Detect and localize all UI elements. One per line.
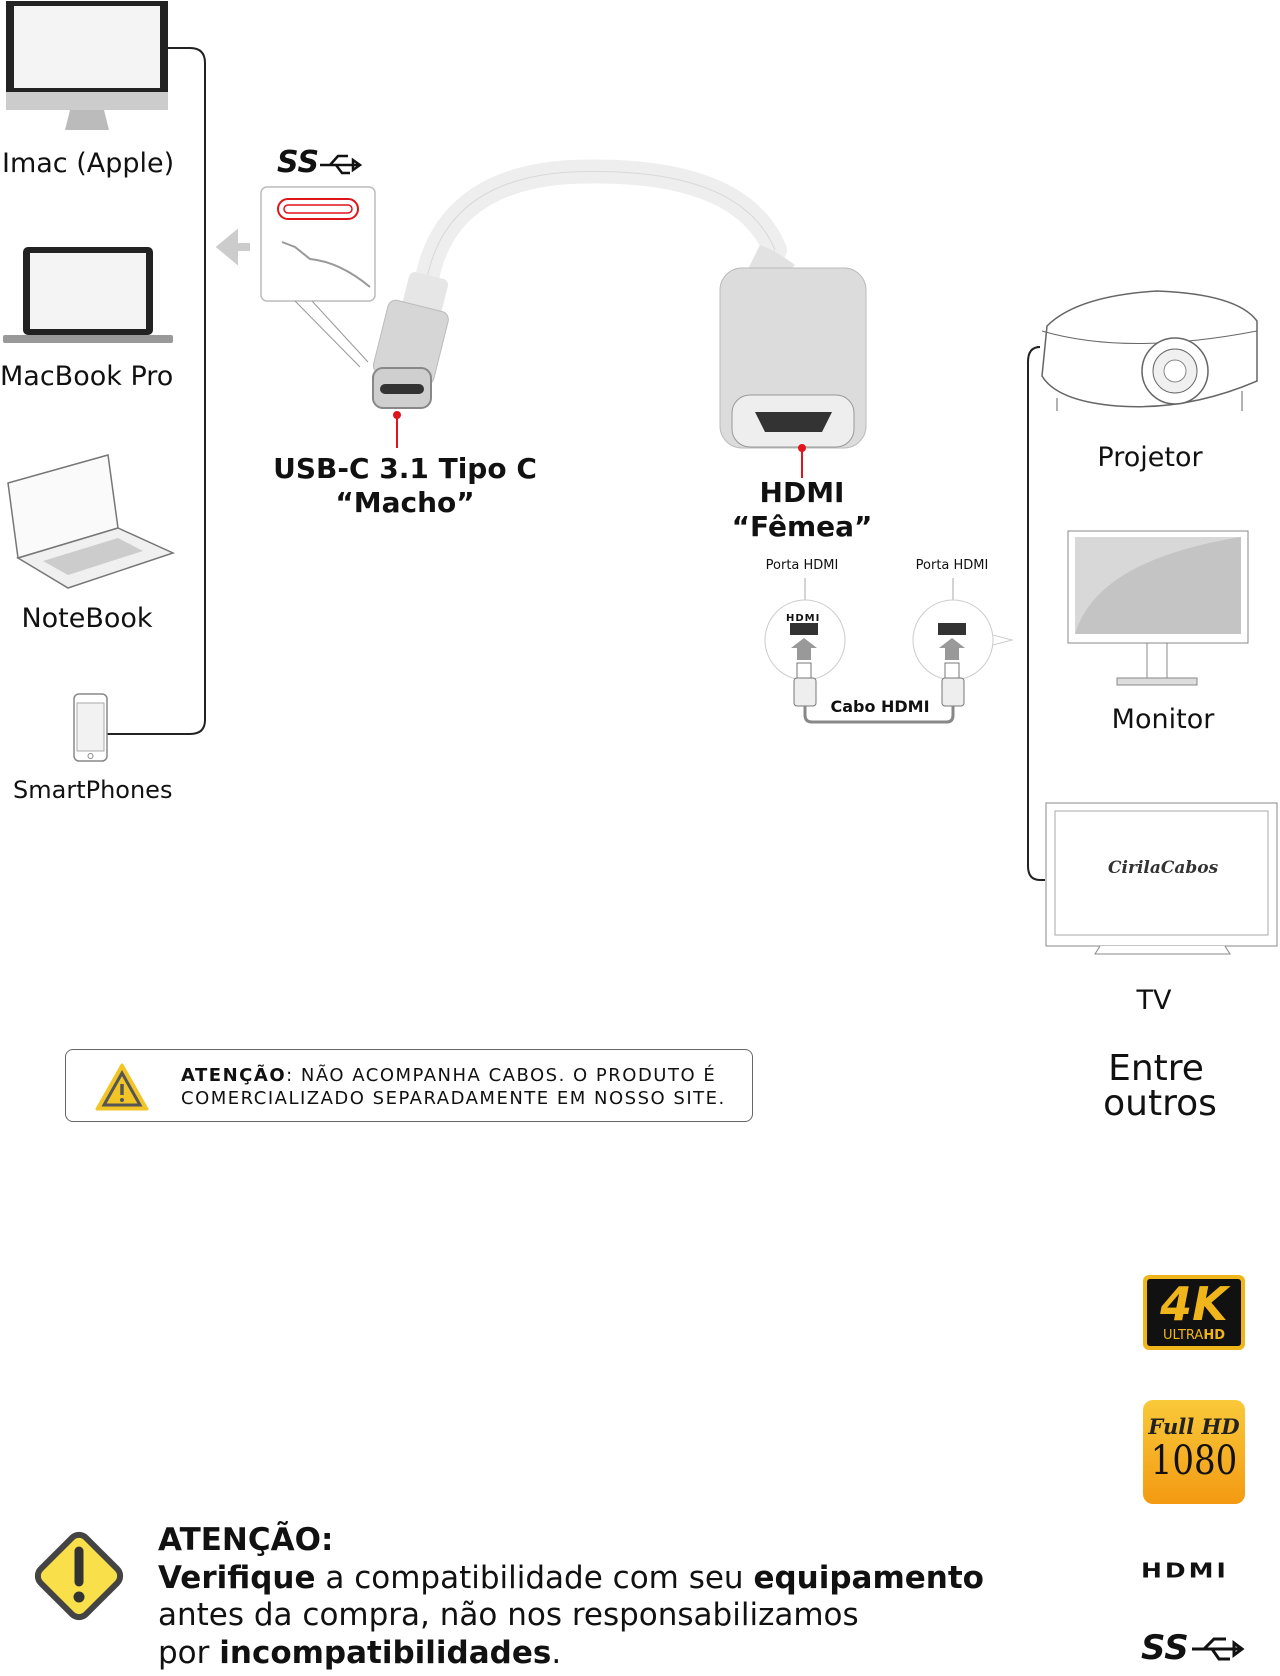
- projector-icon: [1041, 290, 1258, 411]
- port-right-label: Porta HDMI: [915, 558, 989, 573]
- entre-outros-line1: Entre: [1108, 1048, 1204, 1089]
- device-label-imac: Imac (Apple): [2, 148, 175, 179]
- notice-text-2: COMERCIALIZADO SEPARADAMENTE EM NOSSO SI…: [181, 1088, 726, 1109]
- badge-4k-text: 4K: [1160, 1277, 1228, 1331]
- notebook-icon: [7, 454, 176, 589]
- hdmi-label-line1: HDMI: [759, 476, 845, 509]
- usb-c-label-line2: “Macho”: [335, 486, 475, 519]
- ss-usb-logo: SS: [1141, 1628, 1189, 1668]
- badge-fullhd-1080: Full HD 1080: [1143, 1400, 1245, 1504]
- badge-4k-ultrahd: 4K ULTRAHD: [1143, 1275, 1245, 1350]
- notice-strong: ATENÇÃO: [181, 1065, 287, 1086]
- smartphone-icon: [73, 693, 108, 762]
- usb-trident-icon: [320, 154, 363, 175]
- tv-icon: [1045, 802, 1278, 955]
- badge-1080-text: 1080: [1150, 1438, 1238, 1484]
- usb-ss-logo: SS: [277, 145, 320, 180]
- notice-text-1: : NÃO ACOMPANHA CABOS. O PRODUTO É: [286, 1065, 717, 1086]
- macbook-icon: [3, 247, 173, 343]
- entre-outros-line2: outros: [1103, 1083, 1217, 1124]
- device-label-macbook: MacBook Pro: [0, 361, 174, 392]
- imac-icon: [6, 1, 168, 130]
- usb-c-label-line1: USB-C 3.1 Tipo C: [273, 452, 537, 485]
- port-left-label: Porta HDMI: [765, 558, 839, 573]
- usb-trident-icon-bottom: [1192, 1637, 1245, 1661]
- bw-verifique: Verifique: [158, 1559, 316, 1596]
- badge-fullhd-text: Full HD: [1148, 1414, 1240, 1439]
- bw-mid: a compatibilidade com seu: [315, 1559, 754, 1596]
- badge-hd-text: HD: [1203, 1328, 1225, 1343]
- bw-por: por: [158, 1634, 220, 1671]
- device-label-notebook: NoteBook: [21, 603, 153, 634]
- device-label-monitor: Monitor: [1111, 704, 1215, 735]
- warning-triangle-icon: [95, 1063, 149, 1111]
- bw-period: .: [551, 1634, 562, 1671]
- warning-diamond-icon: [34, 1531, 124, 1621]
- bottom-warning-title: ATENÇÃO:: [158, 1522, 334, 1558]
- device-label-tv: TV: [1136, 985, 1172, 1016]
- usb-c-detail-box: [215, 186, 376, 368]
- hdmi-label-line2: “Fêmea”: [731, 510, 873, 543]
- device-label-smartphones: SmartPhones: [13, 776, 173, 804]
- monitor-icon: [1067, 530, 1249, 686]
- badge-ultra-text: ULTRA: [1163, 1328, 1204, 1343]
- hdmi-logo: HDMI: [1141, 1558, 1229, 1583]
- notice-box: ATENÇÃO: NÃO ACOMPANHA CABOS. O PRODUTO …: [65, 1049, 753, 1122]
- adapter-cable-illustration: [372, 159, 867, 478]
- bw-incompat: incompatibilidades: [219, 1634, 552, 1671]
- hdmi-connection-diagram: [764, 578, 1014, 724]
- cable-hdmi-label: Cabo HDMI: [830, 697, 930, 716]
- device-label-projector: Projetor: [1097, 442, 1203, 473]
- bw-equipamento: equipamento: [753, 1559, 984, 1596]
- bottom-warning-text: ATENÇÃO: Verifique a compatibilidade com…: [158, 1522, 984, 1672]
- tv-brand-logo: CirilaCabos: [1108, 858, 1219, 878]
- bw-line2: antes da compra, não nos responsabilizam…: [158, 1597, 859, 1633]
- hdmi-port-mark: HDMI: [786, 613, 821, 624]
